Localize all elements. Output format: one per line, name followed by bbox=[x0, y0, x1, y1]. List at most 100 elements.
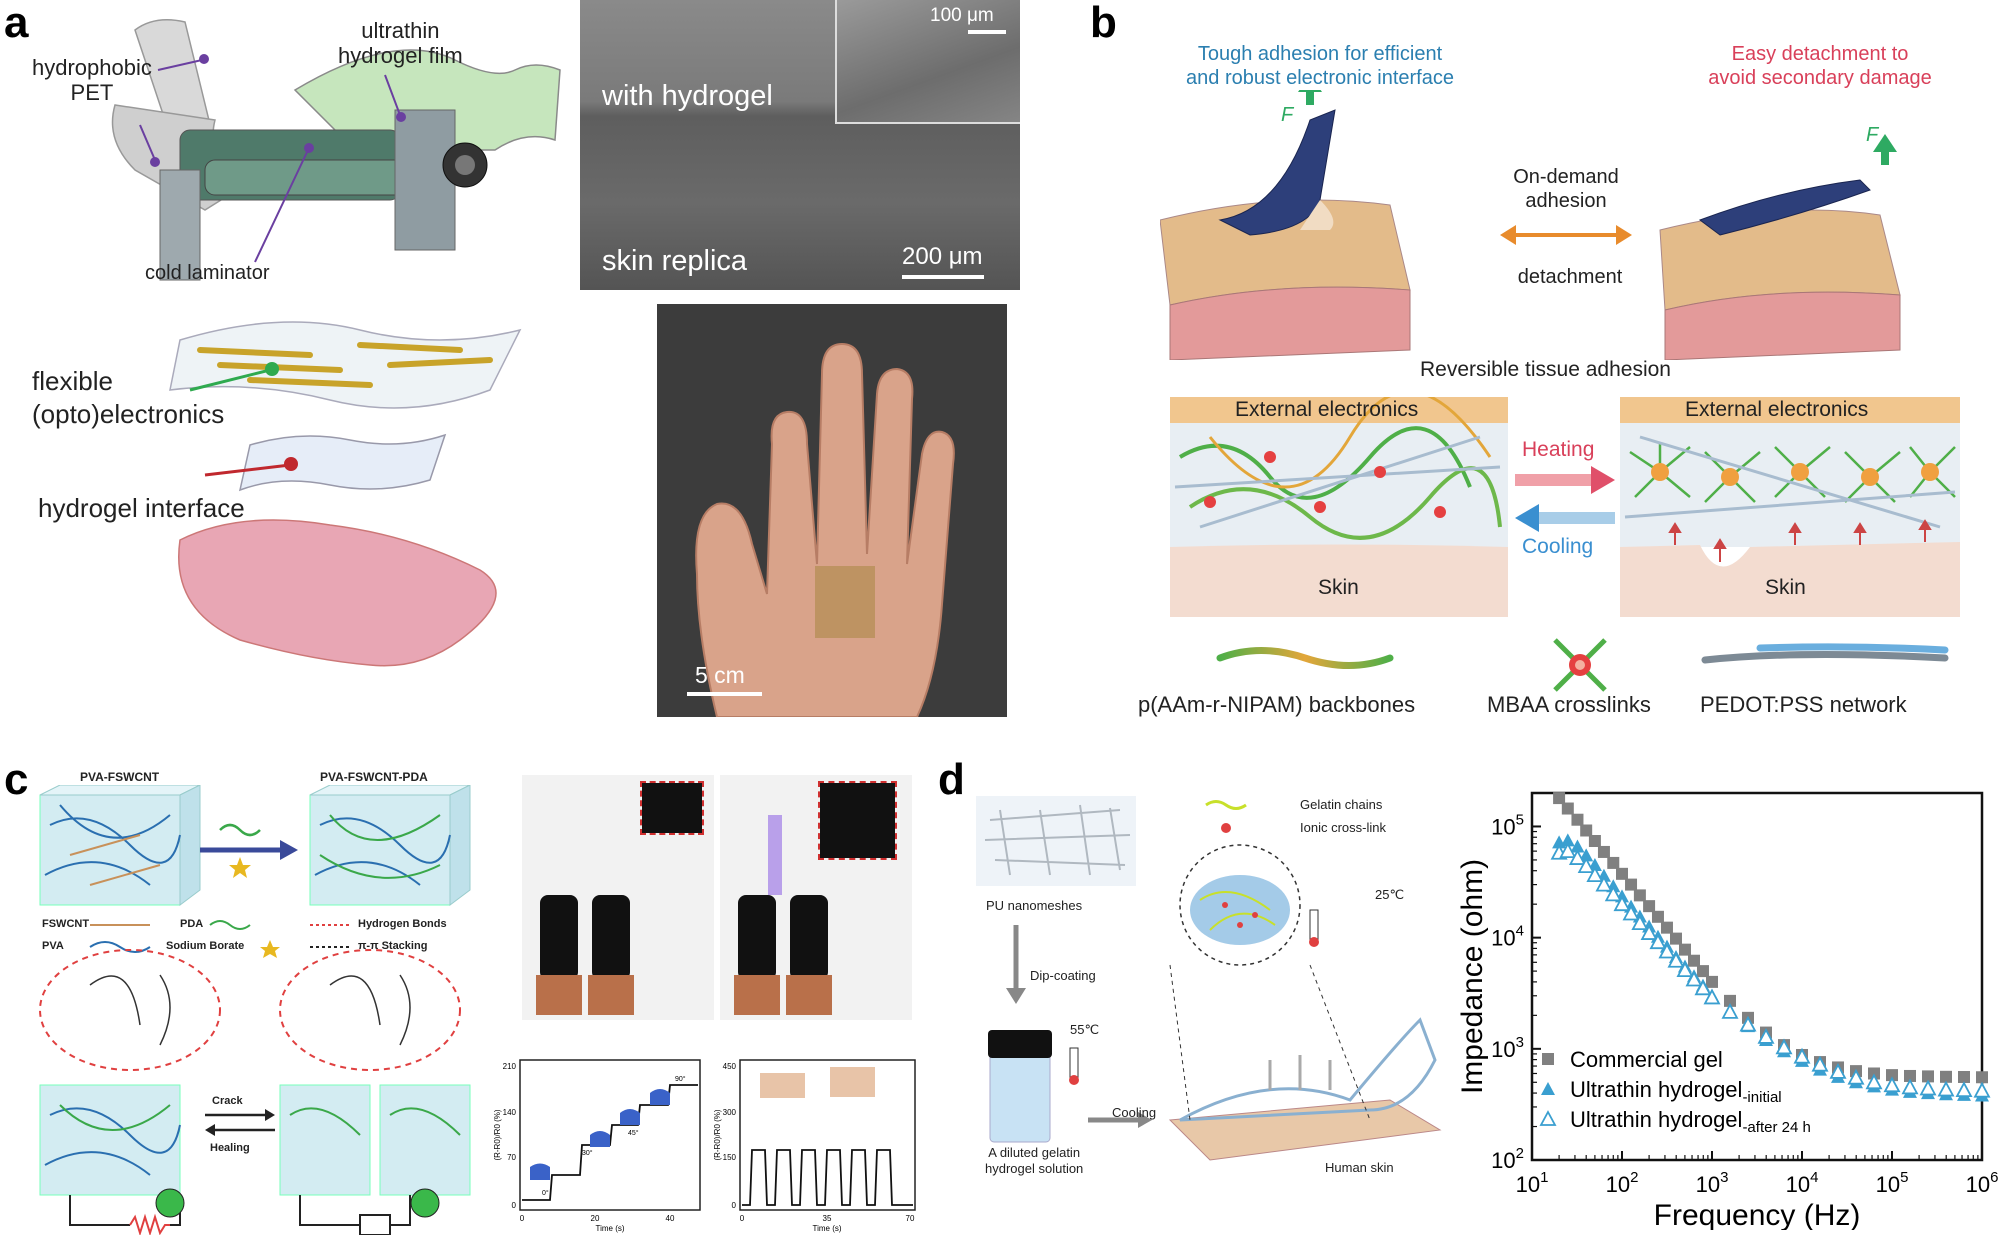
x-tick-label: 104 bbox=[1786, 1169, 1819, 1197]
dip-coating-label: Dip-coating bbox=[1030, 968, 1096, 983]
legend-label-series-1: Commercial gel bbox=[1570, 1047, 1723, 1072]
sem-skin-replica-text: skin replica bbox=[602, 245, 748, 277]
data-point-series-1 bbox=[1651, 910, 1664, 923]
pva-fswcnt-pda-title: PVA-FSWCNT-PDA bbox=[320, 770, 428, 784]
legend-backbone-icon bbox=[1216, 647, 1394, 669]
graph2-yticks: 450 300 150 0 bbox=[723, 1062, 737, 1210]
skin-electronics-illustration bbox=[169, 321, 522, 667]
double-arrow-orange bbox=[1500, 225, 1632, 245]
y-tick-label: 105 bbox=[1491, 811, 1524, 839]
data-point-series-3 bbox=[1973, 1081, 1991, 1098]
data-point-series-1 bbox=[1904, 1069, 1917, 1082]
data-point-series-1 bbox=[1696, 965, 1709, 978]
sem-image: 100 μm with hydrogel skin replica 200 μm bbox=[580, 0, 1020, 290]
data-point-series-3 bbox=[1658, 942, 1676, 959]
hydrogel-cube-illustrations bbox=[39, 785, 471, 1235]
data-point-series-3 bbox=[1667, 951, 1685, 968]
data-point-series-3 bbox=[1811, 1055, 1829, 1072]
electrode-photo-right bbox=[720, 775, 912, 1020]
data-point-series-3 bbox=[1676, 961, 1694, 978]
legend-marker-series-1 bbox=[1542, 1053, 1554, 1065]
laminator-illustration bbox=[111, 19, 561, 281]
heating-arrow bbox=[1515, 466, 1615, 494]
graph1-yticks: 210 140 70 0 bbox=[503, 1062, 517, 1210]
sem-with-hydrogel-text: with hydrogel bbox=[602, 80, 773, 112]
graph1-ytick: 140 bbox=[503, 1108, 517, 1117]
laminator-callouts bbox=[139, 54, 406, 263]
graph1-ylabel: (R-R0)/R0 (%) bbox=[493, 1109, 502, 1160]
data-point-series-2 bbox=[1579, 848, 1594, 862]
cube-bottom-right bbox=[279, 1084, 471, 1196]
data-point-series-1 bbox=[1588, 835, 1601, 848]
panel-label-b: b bbox=[1090, 0, 1117, 47]
legend-pi-stacking: π-π Stacking bbox=[358, 940, 428, 952]
cube-top-right bbox=[309, 785, 471, 906]
cube-bottom-left bbox=[39, 1084, 181, 1196]
hand-shape bbox=[695, 342, 955, 717]
legend-pedot-icon bbox=[1701, 643, 1949, 664]
hand-scale-bar bbox=[687, 692, 762, 696]
graph1-angle: 30° bbox=[582, 1149, 593, 1157]
graph1-angle: 0° bbox=[542, 1189, 549, 1197]
pva-fswcnt-title: PVA-FSWCNT bbox=[80, 770, 160, 784]
cooling-d-label: Cooling bbox=[1112, 1105, 1157, 1120]
data-point-series-3 bbox=[1595, 875, 1613, 892]
legend-crosslinks-text: MBAA crosslinks bbox=[1487, 692, 1651, 717]
graph2-xtick: 70 bbox=[906, 1214, 915, 1223]
data-point-series-1 bbox=[1706, 975, 1718, 988]
network-box-right bbox=[1620, 397, 1960, 617]
legend-crosslink-icon bbox=[1553, 638, 1607, 692]
y-tick-label: 102 bbox=[1491, 1145, 1524, 1173]
x-axis-label: Frequency (Hz) bbox=[1654, 1199, 1861, 1230]
graph1-xtick: 20 bbox=[591, 1214, 600, 1223]
data-point-series-3 bbox=[1568, 849, 1586, 865]
gelatin-process-illustration bbox=[976, 796, 1442, 1161]
data-point-series-3 bbox=[1649, 933, 1667, 950]
easy-detachment-text: Easy detachment to avoid secondary damag… bbox=[1708, 43, 1932, 89]
data-point-series-3 bbox=[1919, 1079, 1937, 1096]
strain-graph-angles: 210 140 70 0 0 20 40 0° 30° 45° 90° Time… bbox=[493, 1059, 701, 1233]
electronics-callouts bbox=[189, 362, 298, 477]
graph1-angle: 45° bbox=[628, 1129, 639, 1137]
data-point-series-1 bbox=[1678, 943, 1691, 956]
graph1-ytick: 70 bbox=[507, 1153, 516, 1162]
sem-scale-bar-large bbox=[902, 275, 984, 279]
data-point-series-1 bbox=[1643, 900, 1656, 913]
temp-55-label: 55℃ bbox=[1070, 1022, 1100, 1037]
on-demand-text: On-demand adhesion bbox=[1513, 166, 1619, 212]
data-point-series-3 bbox=[1721, 1002, 1739, 1019]
data-point-series-3 bbox=[1613, 895, 1631, 912]
graph1-ytick: 210 bbox=[503, 1062, 517, 1071]
data-point-series-3 bbox=[1559, 842, 1577, 859]
panel-label-a: a bbox=[4, 0, 29, 47]
panel-label-d: d bbox=[938, 755, 965, 804]
data-point-series-1 bbox=[1561, 802, 1574, 815]
hand-photo: 5 cm bbox=[657, 304, 1007, 717]
graph1-ytick: 0 bbox=[512, 1201, 517, 1210]
crack-label: Crack bbox=[212, 1095, 243, 1107]
data-point-series-3 bbox=[1847, 1068, 1865, 1085]
skin-left-label: Skin bbox=[1318, 576, 1359, 599]
tissue-adhesion-illustration bbox=[1160, 90, 1901, 360]
data-point-series-3 bbox=[1631, 914, 1649, 931]
legend-pedot-text: PEDOT:PSS network bbox=[1700, 692, 1907, 717]
heating-label: Heating bbox=[1522, 438, 1595, 461]
ultrathin-film-label: ultrathin hydrogel film bbox=[338, 18, 463, 68]
temp-25-label: 25℃ bbox=[1375, 887, 1405, 902]
flexible-electronics-label: flexible (opto)electronics bbox=[32, 366, 225, 429]
external-electronics-right: External electronics bbox=[1685, 398, 1869, 421]
data-point-series-1 bbox=[1597, 845, 1610, 858]
network-box-left bbox=[1170, 397, 1508, 617]
data-point-series-1 bbox=[1633, 889, 1646, 902]
detachment-text: detachment bbox=[1517, 266, 1623, 288]
data-point-series-1 bbox=[1660, 921, 1673, 934]
data-point-series-1 bbox=[1553, 792, 1566, 805]
legend-fswcnt: FSWCNT bbox=[42, 918, 90, 930]
y-tick-label: 103 bbox=[1491, 1034, 1524, 1062]
sem-scale-large-text: 200 μm bbox=[902, 243, 983, 270]
data-point-series-1 bbox=[1922, 1070, 1935, 1083]
human-skin-label: Human skin bbox=[1325, 1160, 1394, 1175]
graph1-xticks: 0 20 40 bbox=[520, 1214, 675, 1223]
legend-pva: PVA bbox=[42, 940, 64, 952]
